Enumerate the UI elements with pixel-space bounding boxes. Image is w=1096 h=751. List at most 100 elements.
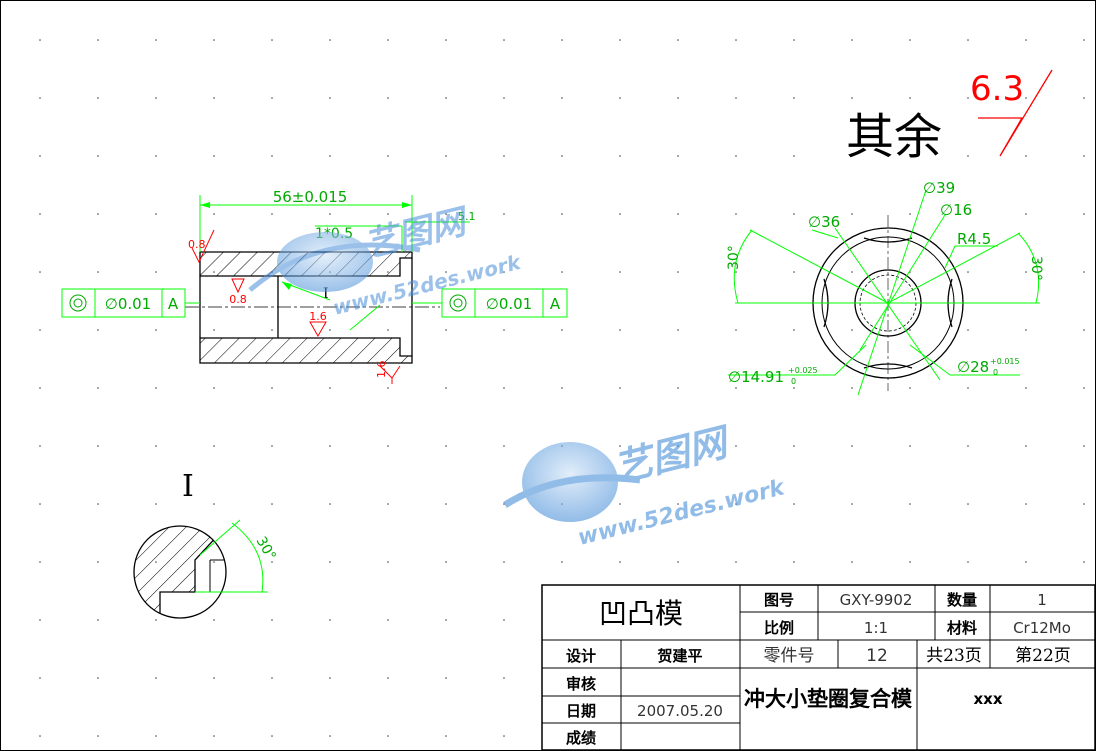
roughness-note-label: 其余 xyxy=(846,109,942,165)
grid-dot xyxy=(735,213,737,215)
roughness-bottom: 1.6 xyxy=(375,361,401,384)
grid-dot xyxy=(1025,503,1027,505)
grid-dot xyxy=(97,39,99,41)
grid-dot xyxy=(155,619,157,621)
grid-dot xyxy=(735,561,737,563)
title-block: 凹凸模 图号 GXY-9902 数量 1 比例 1:1 材料 Cr12Mo 设计… xyxy=(541,584,1096,751)
grid-dot xyxy=(39,735,41,737)
grid-dot xyxy=(213,445,215,447)
grid-dot xyxy=(445,155,447,157)
drawing-no: GXY-9902 xyxy=(840,591,913,609)
grid-dot xyxy=(445,39,447,41)
grid-dot xyxy=(677,213,679,215)
total-pages: 共23页 xyxy=(926,646,982,666)
grid-dot xyxy=(271,677,273,679)
grid-dot xyxy=(561,271,563,273)
grid-dot xyxy=(97,503,99,505)
grid-dot xyxy=(1025,445,1027,447)
grid-dot xyxy=(97,735,99,737)
grid-dot xyxy=(213,97,215,99)
assembly-name: 冲大小垫圈复合模 xyxy=(744,687,913,711)
grid-dot xyxy=(793,445,795,447)
grid-dot xyxy=(793,213,795,215)
grid-dot xyxy=(155,677,157,679)
grid-dot xyxy=(967,97,969,99)
grid-dot xyxy=(1083,155,1085,157)
grid-dot xyxy=(619,445,621,447)
grid-dot xyxy=(1083,97,1085,99)
grid-dot xyxy=(329,213,331,215)
grid-dot xyxy=(155,329,157,331)
grid-dot xyxy=(329,503,331,505)
grid-dot xyxy=(561,213,563,215)
grid-dot xyxy=(387,39,389,41)
grid-dot xyxy=(1083,445,1085,447)
grid-dot xyxy=(503,155,505,157)
grid-dot xyxy=(97,619,99,621)
grid-dot xyxy=(561,387,563,389)
grid-dot xyxy=(677,39,679,41)
grid-dot xyxy=(97,213,99,215)
grid-dot xyxy=(39,329,41,331)
grid-dot xyxy=(967,503,969,505)
grid-dot xyxy=(851,271,853,273)
part-name: 凹凸模 xyxy=(599,597,683,630)
grid-dot xyxy=(967,561,969,563)
grid-dot xyxy=(329,735,331,737)
grid-dot xyxy=(39,155,41,157)
grid-dot xyxy=(909,329,911,331)
grid-dot xyxy=(39,387,41,389)
grid-dot xyxy=(677,561,679,563)
grid-dot xyxy=(329,329,331,331)
grid-dot xyxy=(1025,329,1027,331)
grid-dot xyxy=(1025,271,1027,273)
grid-dot xyxy=(677,329,679,331)
grid-dot xyxy=(387,213,389,215)
grid-dot xyxy=(271,561,273,563)
grid-dot xyxy=(387,155,389,157)
d28-label: ∅28 xyxy=(957,358,989,376)
roughness-top: 0.8 xyxy=(188,229,215,264)
grid-dot xyxy=(851,561,853,563)
grid-dot xyxy=(851,97,853,99)
angle-dim-left: 30° xyxy=(726,229,889,304)
grid-dot xyxy=(445,213,447,215)
grid-dot xyxy=(155,445,157,447)
grid-dot xyxy=(735,39,737,41)
grid-dot xyxy=(967,155,969,157)
design-label: 设计 xyxy=(566,647,596,665)
grid-dot xyxy=(619,155,621,157)
grid-dot xyxy=(967,445,969,447)
detail-angle-label: 30° xyxy=(253,534,279,564)
grid-dot xyxy=(329,619,331,621)
grid-dot xyxy=(909,97,911,99)
grid-dot xyxy=(39,561,41,563)
grid-dot xyxy=(213,677,215,679)
grid-dot xyxy=(1083,503,1085,505)
grid-dot xyxy=(909,155,911,157)
grid-dot xyxy=(271,39,273,41)
grid-dot xyxy=(793,561,795,563)
d16-label: ∅16 xyxy=(940,201,972,219)
grid-dot xyxy=(97,97,99,99)
grid-dot xyxy=(1083,271,1085,273)
r45-label: R4.5 xyxy=(957,230,991,248)
grid-dot xyxy=(619,97,621,99)
grid-dot xyxy=(967,329,969,331)
grid-dot xyxy=(97,271,99,273)
grid-dot xyxy=(851,155,853,157)
grid-dot xyxy=(97,329,99,331)
grid-dot xyxy=(619,271,621,273)
grid-dot xyxy=(851,387,853,389)
grid-dot xyxy=(39,677,41,679)
grid-dot xyxy=(329,387,331,389)
grid-dot xyxy=(909,445,911,447)
svg-text:1.6: 1.6 xyxy=(375,361,388,379)
scale: 1:1 xyxy=(864,619,888,637)
grid-dot xyxy=(1025,39,1027,41)
roughness-note: 其余 6.3 xyxy=(846,69,1053,165)
grid-dot xyxy=(387,503,389,505)
watermark-center: 艺图网 www.52des.work xyxy=(503,419,788,551)
roughness-note-value: 6.3 xyxy=(970,69,1024,109)
grid-dot xyxy=(155,387,157,389)
